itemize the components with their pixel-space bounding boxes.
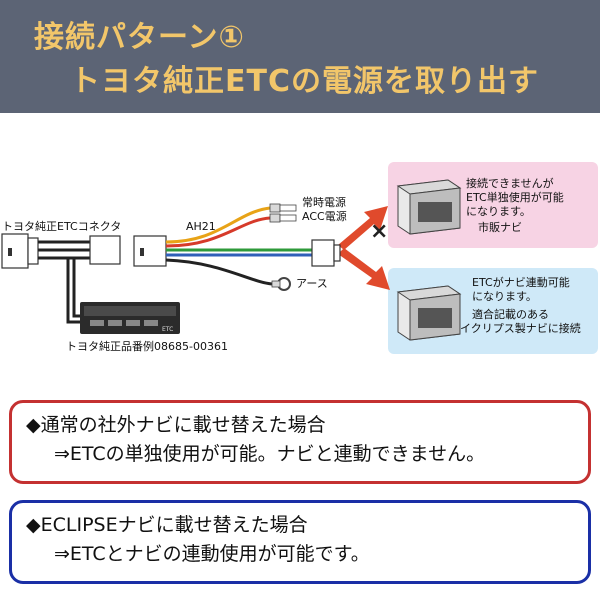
eclipse-text-2: になります。 xyxy=(472,290,537,303)
title-line-1: 接続パターン① xyxy=(34,20,245,55)
output-connector-icon xyxy=(311,239,341,267)
no-link-mark: × xyxy=(370,219,388,244)
toyota-connector-label: トヨタ純正ETCコネクタ xyxy=(2,220,121,233)
etc-unit-icon xyxy=(80,302,180,334)
eclipse-navi-unit-icon xyxy=(396,285,462,341)
acc-power-terminal-icon xyxy=(269,213,297,223)
wiring-diagram: × 接続できませんが ETC単独使用が可能 になります。 市販ナビ ETCがナビ… xyxy=(0,150,600,365)
acc-power-wire xyxy=(165,216,271,248)
etc-unit-cable xyxy=(66,258,80,324)
etc-unit-logo: ETC xyxy=(162,326,173,333)
note-aftermarket-line-1: ◆通常の社外ナビに載せ替えた場合 xyxy=(26,414,326,436)
eclipse-text-3: 適合記載のある xyxy=(472,307,549,321)
part-number-label: トヨタ純正品番例08685-00361 xyxy=(66,339,228,353)
arrow-to-aftermarket-icon xyxy=(338,206,388,250)
ground-label: アース xyxy=(296,277,328,290)
constant-power-wire xyxy=(165,206,271,244)
note-eclipse-line-2: ⇒ETCとナビの連動使用が可能です。 xyxy=(54,543,370,565)
wiring-diagram-svg: × 接続できませんが ETC単独使用が可能 になります。 市販ナビ ETCがナビ… xyxy=(1,162,598,354)
ah21-connector-icon xyxy=(133,235,167,267)
eclipse-text-1: ETCがナビ連動可能 xyxy=(472,275,570,289)
header-banner: 接続パターン① トヨタ純正ETCの電源を取り出す xyxy=(0,0,600,113)
note-aftermarket: ◆通常の社外ナビに載せ替えた場合 ⇒ETCの単独使用が可能。ナビと連動できません… xyxy=(9,400,591,484)
title-line-2: トヨタ純正ETCの電源を取り出す xyxy=(70,64,539,99)
note-eclipse-line-1: ◆ECLIPSEナビに載せ替えた場合 xyxy=(26,514,308,536)
constant-power-terminal-icon xyxy=(269,203,297,213)
note-eclipse: ◆ECLIPSEナビに載せ替えた場合 ⇒ETCとナビの連動使用が可能です。 xyxy=(9,500,591,584)
aftermarket-text-1: 接続できませんが xyxy=(466,176,554,190)
note-aftermarket-line-2: ⇒ETCの単独使用が可能。ナビと連動できません。 xyxy=(54,443,486,465)
toyota-etc-connector-icon xyxy=(1,233,121,269)
aftermarket-text-2: ETC単独使用が可能 xyxy=(466,190,564,204)
aftermarket-caption: 市販ナビ xyxy=(478,220,522,234)
arrow-to-eclipse-icon xyxy=(338,248,390,290)
ground-terminal-icon xyxy=(271,277,291,291)
constant-power-label: 常時電源 xyxy=(302,195,346,209)
ah21-label: AH21 xyxy=(186,220,216,233)
aftermarket-text-3: になります。 xyxy=(466,205,531,218)
acc-power-label: ACC電源 xyxy=(302,209,347,223)
aftermarket-navi-unit-icon xyxy=(396,179,462,235)
ground-wire xyxy=(165,258,273,286)
eclipse-text-4: イクリプス製ナビに接続 xyxy=(460,321,581,335)
